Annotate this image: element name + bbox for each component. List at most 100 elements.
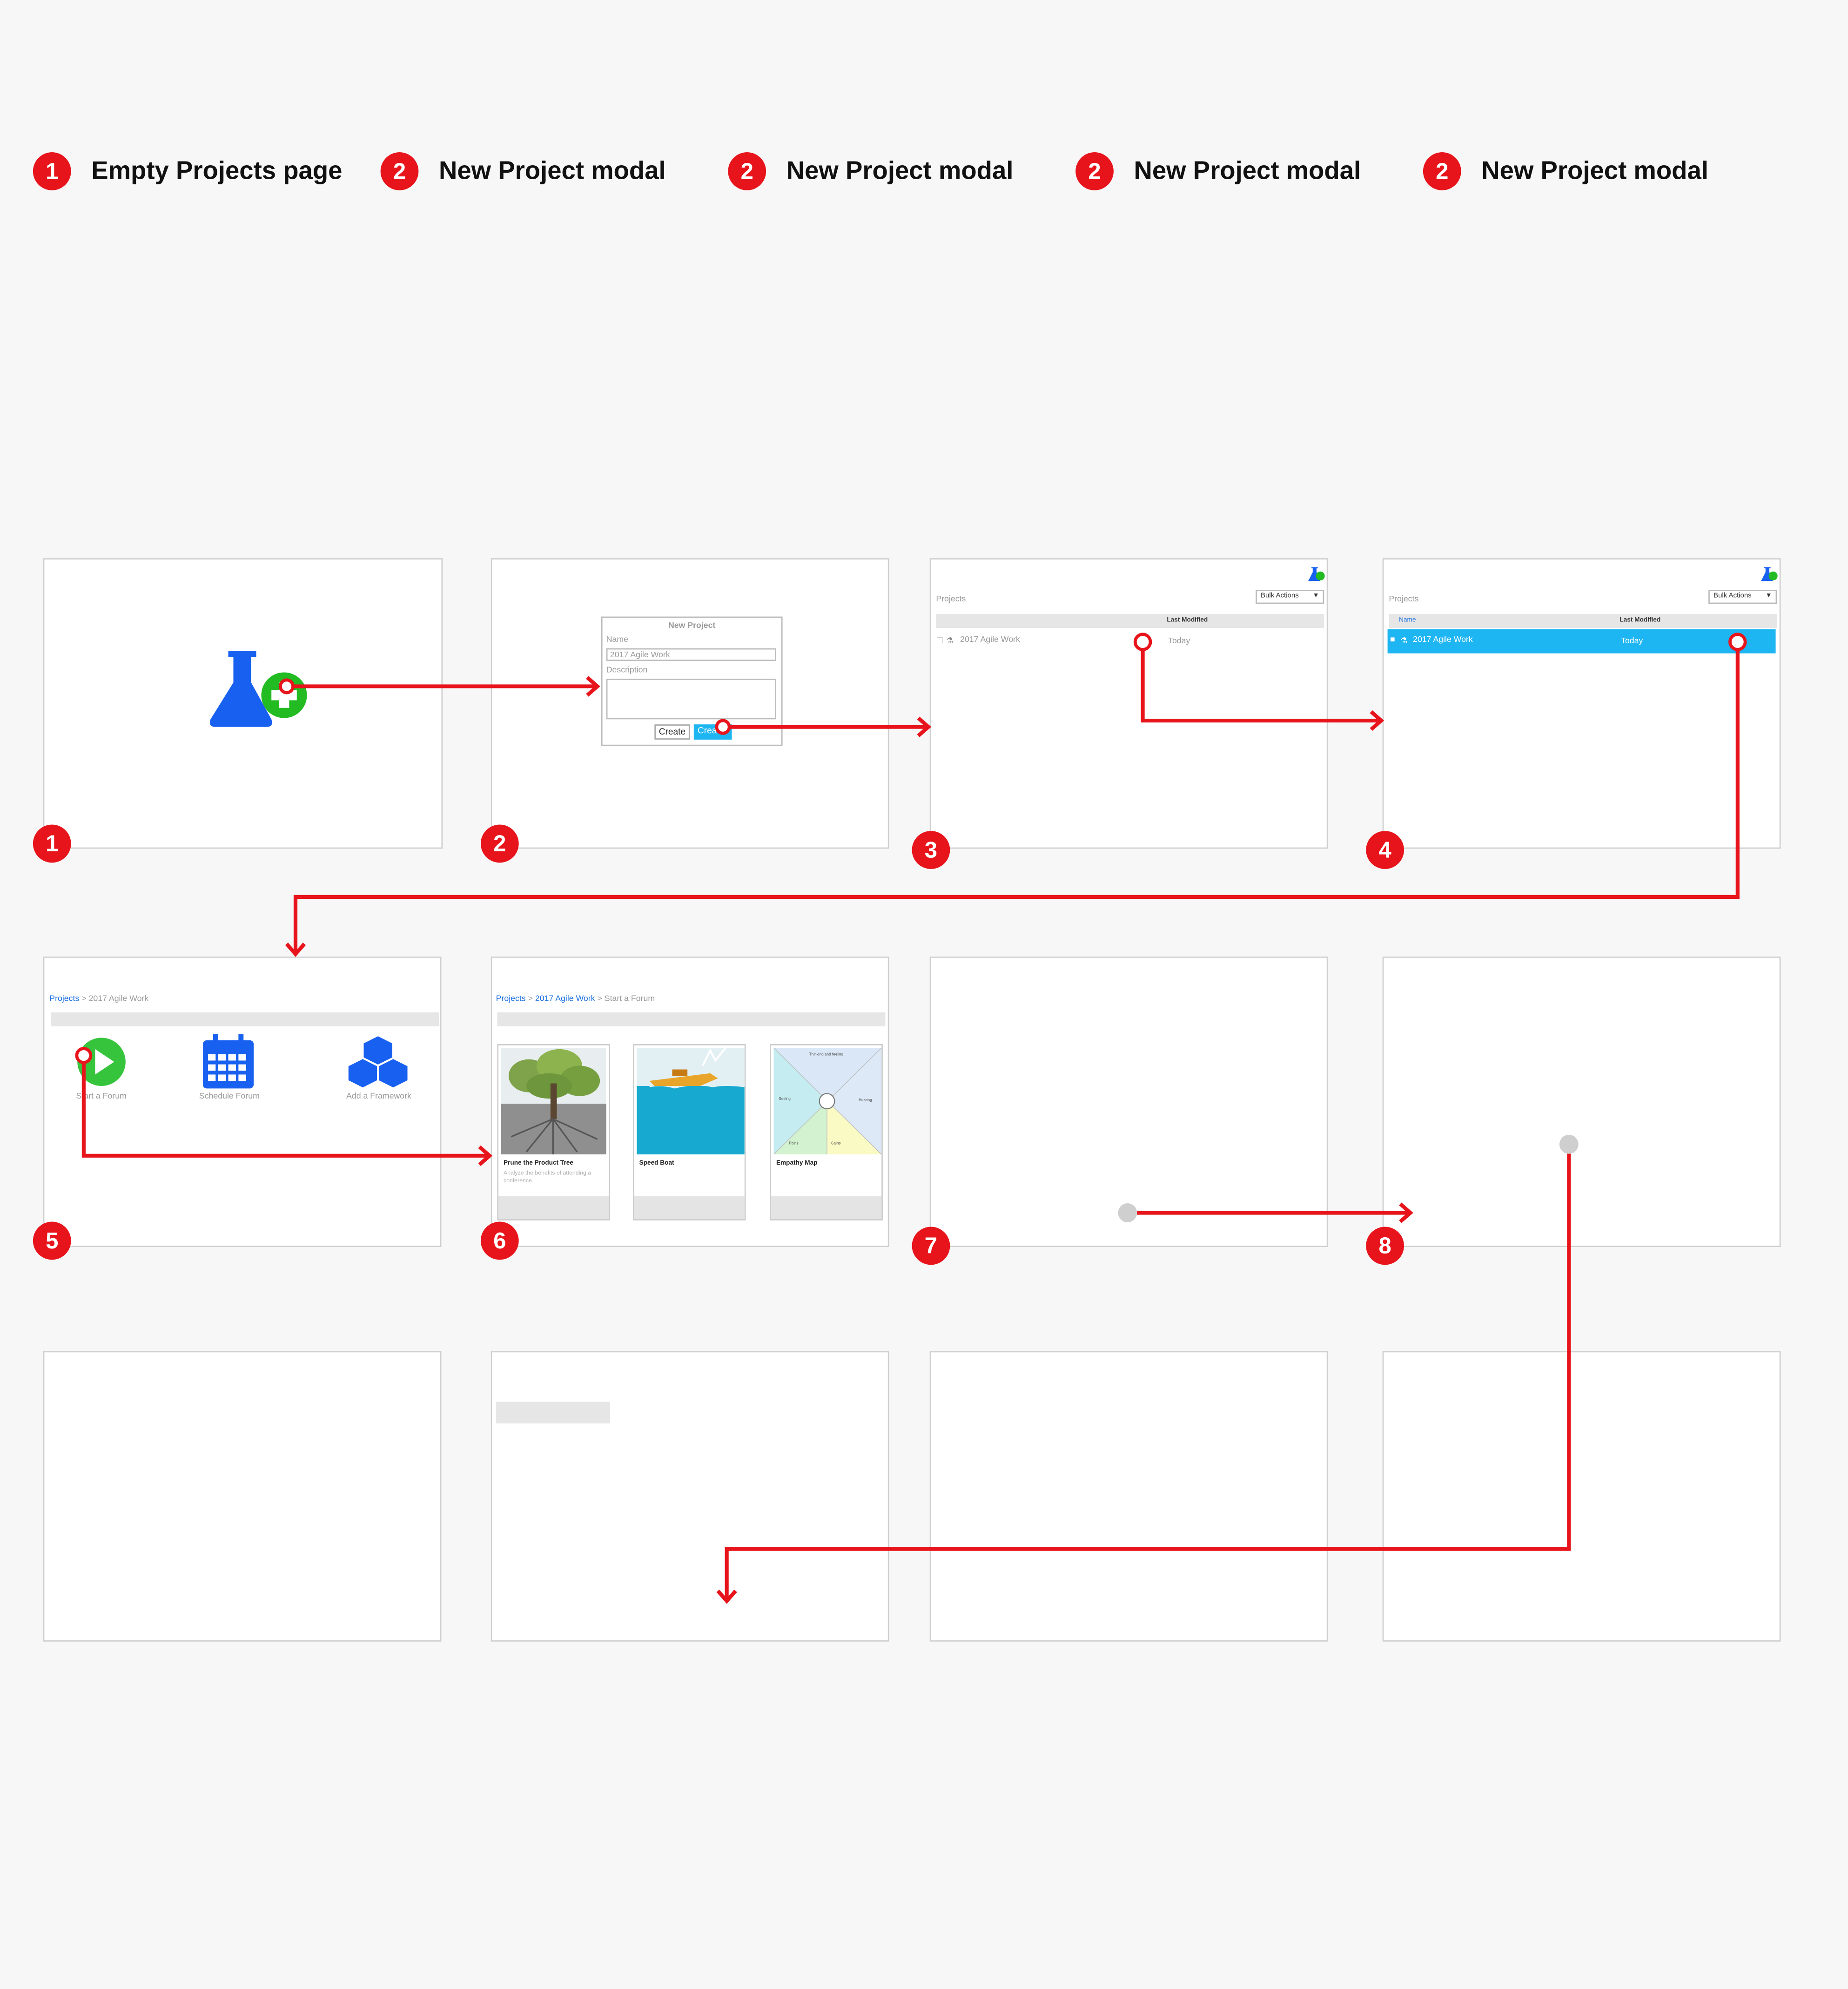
step-number-badge: 6 <box>480 1221 519 1260</box>
step-number-badge: 2 <box>728 152 766 190</box>
breadcrumb-project-link[interactable]: 2017 Agile Work <box>535 994 595 1004</box>
frame-placeholder <box>43 1351 442 1642</box>
empathy-label-pains: Pains <box>789 1140 799 1146</box>
create-button[interactable]: Create <box>654 724 690 740</box>
add-framework-label[interactable]: Add a Framework <box>346 1092 411 1101</box>
flow-arrow-line <box>725 1144 1571 1601</box>
col-name[interactable]: Name <box>1399 616 1416 624</box>
checkbox[interactable]: ☐ <box>936 637 944 646</box>
empathy-map-image <box>773 1048 882 1155</box>
step-number-badge: 2 <box>480 824 519 863</box>
name-field[interactable]: 2017 Agile Work <box>606 648 776 661</box>
legend-item: 2 New Project modal <box>380 150 666 193</box>
arrow-head <box>716 1589 737 1604</box>
breadcrumb-current: Start a Forum <box>604 994 655 1004</box>
empathy-label-thinking: Thinking and feeling <box>809 1052 844 1057</box>
placeholder-bar <box>496 1402 610 1423</box>
speed-boat-image <box>637 1048 745 1155</box>
bulk-actions-select[interactable]: Bulk Actions ▾ <box>1256 590 1324 604</box>
frame-placeholder <box>929 1351 1328 1642</box>
template-card[interactable]: Speed Boat <box>632 1044 746 1220</box>
step-number-badge: 7 <box>912 1227 950 1265</box>
frame-project-home: Projects > 2017 Agile Work Start a Forum… <box>43 956 442 1247</box>
col-last-modified: Last Modified <box>1167 616 1208 624</box>
arrow-head <box>1370 710 1384 731</box>
project-row-name: 2017 Agile Work <box>1413 635 1473 645</box>
legend-label: New Project modal <box>1134 156 1361 185</box>
col-last-modified: Last Modified <box>1620 616 1661 624</box>
hotspot-dot <box>1559 1134 1579 1154</box>
step-number-badge: 2 <box>1075 152 1114 190</box>
name-field-value: 2017 Agile Work <box>610 651 670 660</box>
toolbar-bar <box>51 1012 439 1026</box>
table-header <box>1389 614 1777 628</box>
hotspot-marker <box>278 678 295 694</box>
step-number-badge: 3 <box>912 831 950 869</box>
product-tree-image <box>501 1048 606 1155</box>
breadcrumb-projects-link[interactable]: Projects <box>49 994 80 1004</box>
step-number-badge: 1 <box>33 152 71 190</box>
card-title: Prune the Product Tree <box>503 1160 573 1167</box>
bulk-actions-select[interactable]: Bulk Actions ▾ <box>1708 590 1777 604</box>
template-card[interactable]: Thinking and feeling Seeing Hearing Pain… <box>770 1044 883 1220</box>
step-number-badge: 5 <box>33 1221 71 1260</box>
legend-item: 2 New Project modal <box>728 150 1013 193</box>
card-title: Speed Boat <box>639 1160 674 1167</box>
arrow-head <box>586 676 600 697</box>
new-project-icon[interactable] <box>1308 567 1325 582</box>
frame-project-selected: Projects Bulk Actions ▾ Name Last Modifi… <box>1382 558 1781 849</box>
table-header <box>936 614 1324 628</box>
start-forum-label[interactable]: Start a Forum <box>76 1092 127 1101</box>
arrow-head <box>478 1145 493 1166</box>
frame-placeholder <box>491 1351 889 1642</box>
frame-placeholder <box>1382 956 1781 1247</box>
hotspot-marker <box>1728 633 1747 651</box>
template-card[interactable]: Prune the Product Tree Analyze the benef… <box>497 1044 610 1220</box>
legend-item: 1 Empty Projects page <box>33 150 343 193</box>
project-row-modified: Today <box>1621 637 1643 646</box>
breadcrumb-projects-link[interactable]: Projects <box>496 994 526 1004</box>
legend-label: Empty Projects page <box>91 156 343 185</box>
new-project-icon[interactable] <box>1761 567 1778 582</box>
frame-forum-templates: Projects > 2017 Agile Work > Start a For… <box>491 956 889 1247</box>
empathy-label-gains: Gains <box>831 1140 841 1146</box>
checkbox[interactable]: ■ <box>1390 635 1395 645</box>
bulk-actions-label: Bulk Actions <box>1714 592 1752 600</box>
schedule-forum-label[interactable]: Schedule Forum <box>199 1092 260 1101</box>
frame-new-project-modal: New Project Name 2017 Agile Work Descrip… <box>491 558 889 849</box>
flask-icon: ⚗ <box>1400 637 1408 646</box>
flask-add-icon[interactable] <box>206 648 320 737</box>
breadcrumb-separator: > <box>528 994 533 1004</box>
card-title: Empathy Map <box>776 1160 818 1167</box>
project-row-name[interactable]: 2017 Agile Work <box>960 635 1020 645</box>
card-subtitle: Analyze the benefits of attending a conf… <box>503 1169 591 1183</box>
projects-heading: Projects <box>1389 595 1419 604</box>
breadcrumb: Projects > 2017 Agile Work > Start a For… <box>496 995 655 1004</box>
card-footer <box>498 1196 609 1220</box>
calendar-icon[interactable] <box>202 1034 255 1090</box>
hotspot-marker <box>75 1047 93 1064</box>
name-label: Name <box>606 635 629 645</box>
breadcrumb: Projects > 2017 Agile Work <box>49 995 148 1004</box>
legend-item: 2 New Project modal <box>1075 150 1361 193</box>
flow-arrow-line <box>81 1055 490 1158</box>
description-label: Description <box>606 666 648 675</box>
legend-label: New Project modal <box>438 156 666 185</box>
hotspot-dot <box>1118 1203 1137 1222</box>
frame-empty-projects <box>43 558 443 849</box>
breadcrumb-separator: > <box>597 994 602 1004</box>
frame-placeholder <box>1382 1351 1781 1642</box>
framework-blocks-icon[interactable] <box>343 1034 414 1090</box>
legend-item: 2 New Project modal <box>1423 150 1708 193</box>
hotspot-marker <box>715 719 731 735</box>
frame-project-list: Projects Bulk Actions ▾ Last Modified ☐ … <box>929 558 1328 849</box>
step-number-badge: 2 <box>1423 152 1461 190</box>
project-row-modified: Today <box>1168 637 1190 646</box>
selected-project-row[interactable]: ■ ⚗ 2017 Agile Work Today <box>1387 629 1776 654</box>
new-project-modal: New Project Name 2017 Agile Work Descrip… <box>601 616 783 746</box>
legend-label: New Project modal <box>1481 156 1708 185</box>
description-field[interactable] <box>606 679 776 720</box>
hotspot-marker <box>1133 633 1152 651</box>
empathy-label-hearing: Hearing <box>859 1097 872 1103</box>
